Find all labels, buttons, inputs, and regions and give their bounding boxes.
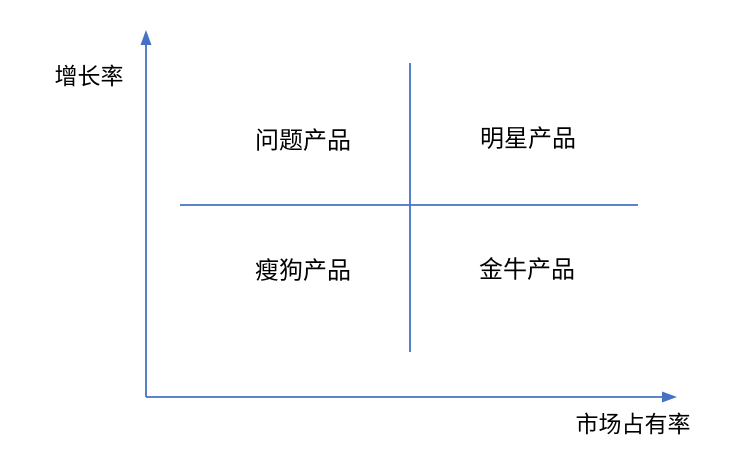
quadrant-label-top-left: 问题产品 <box>255 127 351 155</box>
y-axis-label: 增长率 <box>54 63 124 90</box>
y-axis-arrowhead-icon <box>140 30 152 45</box>
x-axis-arrowhead-icon <box>662 391 677 403</box>
quadrant-label-bottom-right: 金牛产品 <box>479 256 575 284</box>
quadrant-label-bottom-left: 瘦狗产品 <box>255 257 351 285</box>
x-axis-label: 市场占有率 <box>575 411 691 438</box>
quadrant-label-top-right: 明星产品 <box>480 125 576 153</box>
